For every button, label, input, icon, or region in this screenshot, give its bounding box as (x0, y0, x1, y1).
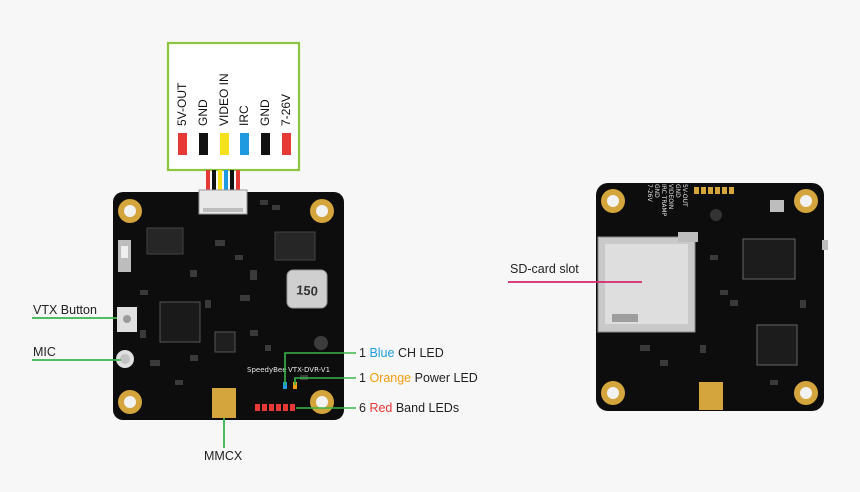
pin-label-gnd-1: GND (196, 99, 210, 126)
back-mount-hole-br (794, 381, 818, 405)
led-blue (283, 382, 287, 389)
back-chip-2 (756, 324, 798, 366)
red-led-label: 6 Red Band LEDs (359, 401, 459, 415)
pin-swatch-black-1 (199, 133, 208, 155)
board-back: 5V-OUT GND VIDEOIN IRC TRAMP GND 7-26V (596, 183, 828, 411)
back-mount-hole-tl (601, 189, 625, 213)
smd-components-back (640, 255, 806, 385)
back-solder-pads (694, 187, 734, 194)
connector-legend-box (166, 41, 301, 172)
blue-led-label: 1 Blue CH LED (359, 346, 444, 360)
mount-hole-br (310, 390, 334, 414)
vtx-button-label: VTX Button (33, 303, 97, 317)
back-mount-hole-bl (601, 381, 625, 405)
back-component-small (770, 200, 784, 212)
mount-hole-tr (310, 199, 334, 223)
pin-label-irc: IRC (237, 105, 251, 126)
inductor (286, 269, 328, 309)
chip-regulator (146, 227, 184, 255)
connector-wires (206, 170, 240, 192)
mmcx-label: MMCX (204, 449, 243, 463)
back-pin-label-6: 7-26V (646, 184, 653, 203)
blue-led-line (284, 352, 356, 385)
pin-swatch-red-1 (178, 133, 187, 155)
back-mmcx-connector (699, 382, 723, 410)
mmcx-connector (212, 388, 236, 418)
board-front: 150 SpeedyBee VTX-DVR-V1 (113, 189, 344, 420)
chip-main (159, 301, 201, 343)
inductor-label: 150 (296, 282, 319, 298)
back-pin-label-5: GND (653, 184, 660, 198)
led-red-row (255, 404, 295, 411)
chip-regulator-2 (274, 231, 316, 261)
sd-slot-label: SD-card slot (510, 262, 579, 276)
mount-hole-bl (118, 390, 142, 414)
callout-lines (32, 281, 642, 448)
mount-hole-tl (118, 199, 142, 223)
back-pin-label-4: IRC TRAMP (660, 184, 667, 217)
back-pin-label-3: VIDEOIN (667, 184, 674, 209)
back-pin-label-1: 5V-OUT (681, 184, 688, 207)
back-mount-hole-tr (794, 189, 818, 213)
chip-small (214, 331, 236, 353)
pin-swatch-red-2 (282, 133, 291, 155)
pin-label-7-26v: 7-26V (279, 94, 293, 126)
back-pin-label-2: GND (674, 184, 681, 198)
back-round-component (710, 209, 722, 221)
orange-led-line (294, 377, 356, 385)
connector-legend: 5V-OUT GND VIDEO IN IRC GND 7-26V (166, 41, 301, 172)
pin-label-5v-out: 5V-OUT (175, 82, 189, 126)
silk-brand: SpeedyBee (247, 366, 287, 374)
orange-led-label: 1 Orange Power LED (359, 371, 478, 385)
pin-label-gnd-2: GND (258, 99, 272, 126)
pin-swatch-blue (240, 133, 249, 155)
mic-label: MIC (33, 345, 56, 359)
smd-components-front (140, 200, 308, 385)
round-component (314, 336, 328, 350)
pin-swatch-black-2 (261, 133, 270, 155)
pin-swatch-yellow (220, 133, 229, 155)
back-chip-1 (742, 238, 796, 280)
led-orange (293, 382, 297, 389)
silk-model: VTX-DVR-V1 (288, 366, 330, 374)
pin-label-video-in: VIDEO IN (217, 73, 231, 126)
